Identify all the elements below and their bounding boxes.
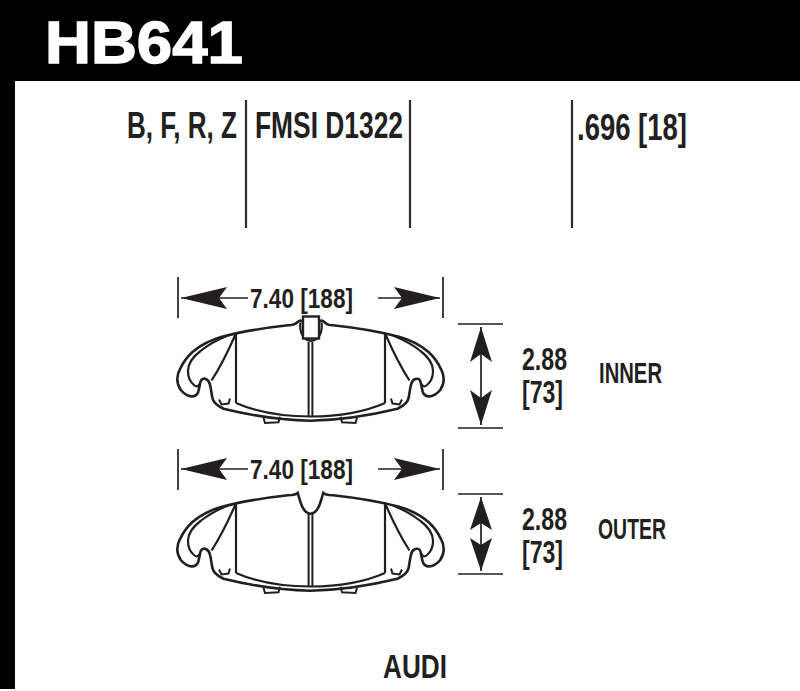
application-name: AUDI [383, 647, 447, 685]
center-slot [309, 342, 313, 417]
outer-label: OUTER [598, 512, 666, 545]
spec-row: B, F, R, Z FMSI D1322 .696 [18] [127, 100, 687, 228]
left-border-strip [0, 0, 15, 689]
wear-sensor-tab [303, 317, 319, 339]
inner-width-label: 7.40 [188] [250, 283, 353, 314]
part-number: HB641 [45, 10, 243, 76]
bottom-notches [219, 569, 402, 594]
pad-thickness: .696 [18] [577, 107, 687, 148]
inner-pad-drawing [177, 317, 443, 424]
compounds: B, F, R, Z [127, 105, 237, 146]
outer-thickness-in: 2.88 [522, 502, 567, 537]
outer-pad-drawing [177, 493, 443, 593]
outer-thickness-mm: [73] [522, 535, 563, 570]
inner-label: INNER [599, 356, 662, 389]
inner-thickness-mm: [73] [522, 375, 563, 410]
inner-thickness-in: 2.88 [522, 342, 567, 377]
bottom-notches [219, 399, 402, 424]
center-slot [309, 514, 313, 587]
fmsi-number: FMSI D1322 [255, 105, 403, 146]
outer-width-label: 7.40 [188] [250, 454, 353, 485]
